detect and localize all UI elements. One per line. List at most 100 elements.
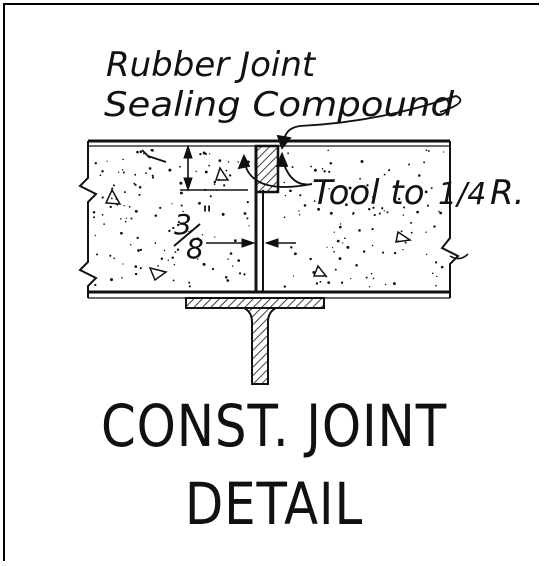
- stipple-dot: [99, 174, 102, 177]
- stipple-dot: [298, 213, 301, 216]
- stipple-dot: [120, 231, 123, 235]
- stipple-dot: [119, 217, 122, 220]
- stipple-dot: [338, 225, 342, 229]
- stipple-dot: [372, 196, 374, 199]
- stipple-dot: [195, 170, 197, 173]
- stipple-dot: [174, 251, 177, 253]
- stipple-dot: [118, 171, 120, 173]
- stipple-dot: [134, 265, 138, 268]
- stipple-dot: [315, 282, 319, 285]
- caption-line-2: DETAIL: [184, 470, 364, 538]
- stipple-dot: [204, 170, 208, 174]
- stipple-dot: [124, 220, 127, 223]
- stipple-dot: [303, 204, 307, 207]
- stipple-dot: [345, 203, 348, 207]
- stipple-dot: [365, 276, 368, 279]
- stipple-dot: [229, 252, 233, 255]
- tooling-label: Tool to: [312, 173, 425, 213]
- stipple-dot: [218, 159, 222, 162]
- stipple-dot: [246, 201, 249, 204]
- stipple-dot: [122, 171, 125, 174]
- stipple-dot: [383, 173, 386, 176]
- stipple-dot: [209, 195, 212, 198]
- stipple-dot: [188, 281, 191, 284]
- stipple-dot: [94, 234, 96, 237]
- steel-beam: [185, 297, 325, 385]
- stipple-dot: [171, 256, 174, 259]
- stipple-dot: [188, 285, 191, 288]
- stipple-dot: [246, 217, 249, 220]
- stipple-dot: [121, 276, 123, 279]
- stipple-dot: [130, 217, 133, 220]
- stipple-dot: [309, 257, 312, 261]
- stipple-dot: [348, 186, 352, 190]
- stipple-dot: [94, 283, 97, 287]
- stipple-dot: [355, 264, 358, 267]
- stipple-dot: [238, 272, 242, 275]
- stipple-dot: [227, 161, 230, 163]
- stipple-dot: [298, 210, 300, 212]
- stipple-dot: [333, 231, 335, 233]
- stipple-dot: [425, 231, 427, 233]
- stipple-dot: [313, 200, 316, 202]
- tooling-unit: R.: [490, 173, 524, 213]
- stipple-dot: [172, 226, 175, 230]
- stipple-dot: [136, 236, 139, 240]
- sealant-label-line1: Rubber Joint: [106, 45, 317, 85]
- beam-fillets: [243, 307, 277, 385]
- stipple-dot: [392, 282, 396, 286]
- stipple-dot: [160, 257, 164, 261]
- stipple-dot: [436, 275, 438, 278]
- stipple-dot: [225, 169, 228, 172]
- stipple-dot: [424, 190, 428, 194]
- right-break-line: [440, 141, 460, 298]
- stipple-dot: [224, 276, 228, 279]
- stipple-dot: [400, 230, 403, 233]
- stipple-dot: [402, 248, 404, 251]
- stipple-dot: [213, 183, 216, 186]
- stipple-dot: [425, 253, 428, 255]
- stipple-dot: [430, 187, 433, 190]
- stipple-dot: [172, 279, 175, 282]
- stipple-dot: [110, 197, 113, 200]
- stipple-dot: [125, 217, 128, 219]
- stipple-dot: [329, 161, 333, 165]
- stipple-dot: [243, 212, 247, 215]
- stipple-dot: [434, 261, 438, 264]
- stipple-dot: [352, 213, 354, 216]
- stipple-dot: [232, 265, 234, 267]
- stipple-dot: [109, 205, 112, 209]
- stipple-dot: [383, 210, 385, 212]
- stipple-dot: [439, 211, 443, 215]
- stipple-dot: [410, 231, 413, 234]
- stipple-dot: [233, 239, 237, 243]
- left-break-line: [78, 141, 98, 298]
- stipple-dot: [287, 152, 289, 155]
- stipple-dot: [313, 168, 317, 172]
- stipple-dot: [386, 211, 389, 214]
- stipple-dot: [328, 188, 330, 190]
- stipple-dot: [176, 248, 180, 251]
- stipple-dot: [128, 206, 131, 208]
- sealant-leader: [276, 95, 462, 150]
- stipple-dot: [319, 280, 322, 283]
- gap-width-numerator: 3: [174, 208, 192, 241]
- stipple-dot: [209, 153, 211, 155]
- stipple-dot: [109, 254, 112, 257]
- stipple-dot: [326, 246, 328, 248]
- stipple-dot: [95, 253, 99, 256]
- stipple-dot: [283, 181, 286, 184]
- stipple-dot: [213, 180, 217, 184]
- stipple-dot: [106, 160, 108, 162]
- stipple-dot: [237, 259, 240, 262]
- stipple-dot: [92, 210, 96, 214]
- stipple-dot: [168, 229, 171, 233]
- stipple-dot: [371, 244, 374, 247]
- stipple-dot: [122, 158, 124, 161]
- stipple-dot: [138, 186, 142, 189]
- stipple-dot: [370, 272, 373, 275]
- stipple-dot: [340, 281, 344, 284]
- gap-width-denominator: 8: [186, 232, 204, 265]
- stipple-dot: [336, 239, 340, 243]
